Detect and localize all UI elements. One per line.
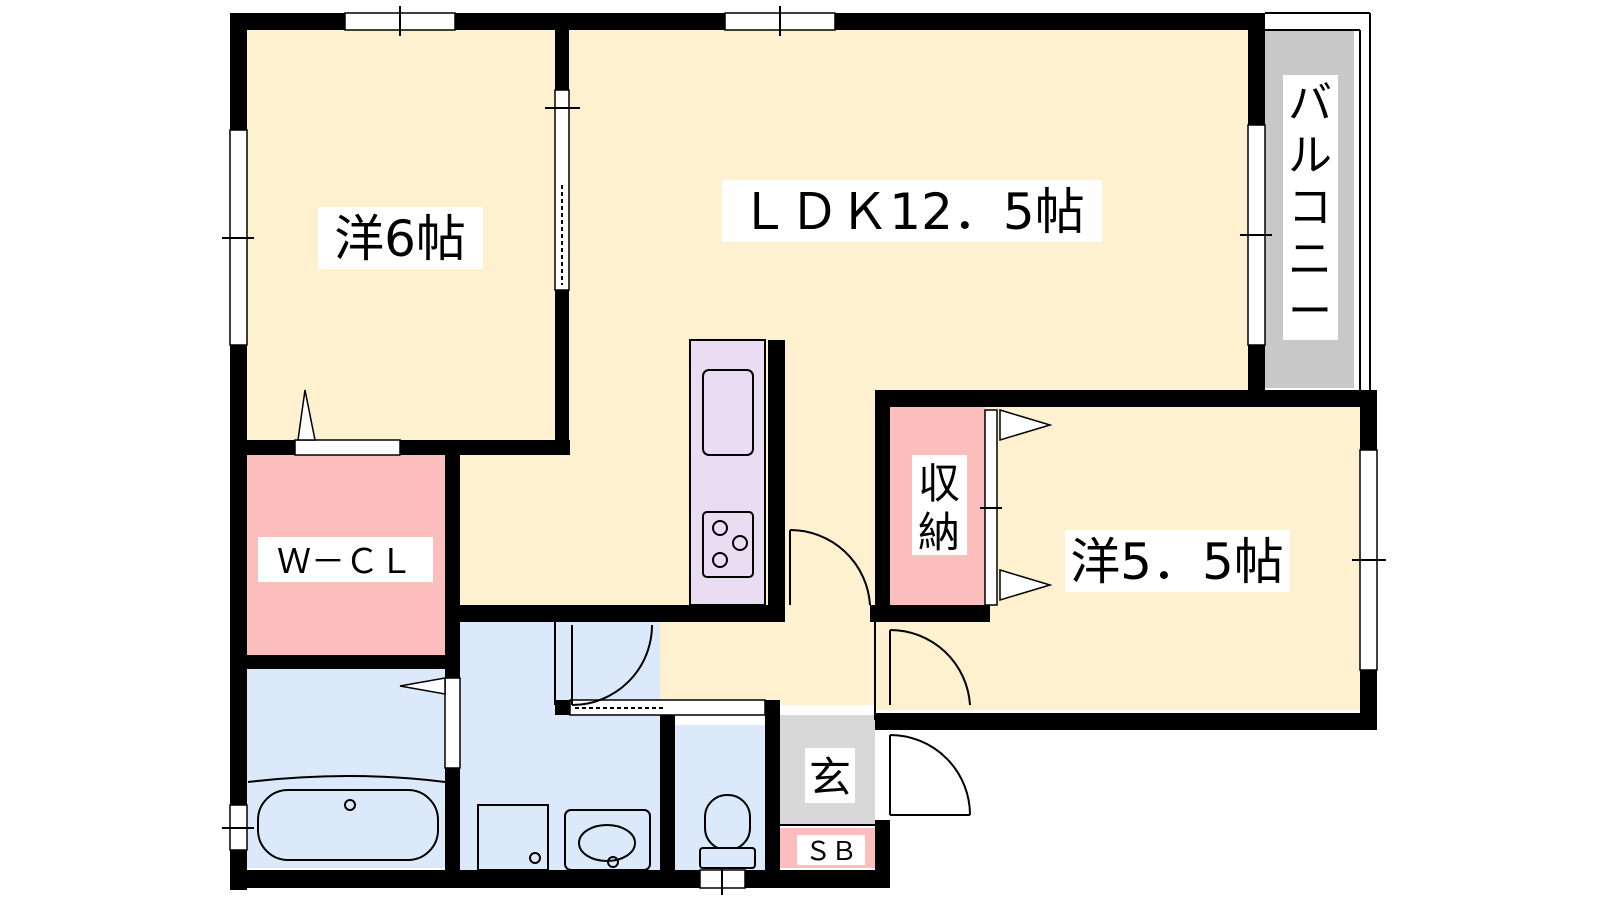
drain-icon [344,799,356,811]
door-swing [571,624,653,706]
windows [222,6,1386,895]
toilet-icon [704,794,751,851]
room-label-wcl: Ｗ－ＣＬ [277,542,413,582]
wall [555,30,569,90]
washing-machine-icon [477,804,549,871]
label-bg [318,207,483,269]
stove-icon [702,511,754,578]
door-arrow [399,677,446,695]
wall [875,713,1377,730]
basin-icon [578,824,636,862]
label-bg [1283,75,1338,340]
bathtub-icon [257,789,439,861]
room-label-ldk: ＬＤＫ12．5帖 [739,183,1084,241]
wall [245,655,460,669]
fixtures [247,369,756,871]
room-ldk-lower-fill [450,392,875,610]
sliding-door [444,677,461,769]
balcony-label-char: ル [1288,130,1332,181]
burner-icon [712,520,728,536]
label-bg [1065,530,1290,592]
room-label-storage-top: 収 [918,459,960,508]
room-label-western-5-5: 洋5．5帖 [1070,533,1284,591]
door-swing [789,528,871,606]
toilet-tank-icon [699,847,756,869]
door-swing [889,628,971,706]
burner-icon [712,552,728,568]
wall [870,605,990,622]
label-bg [722,180,1102,242]
label-bg [258,537,433,582]
label-bg [797,835,865,865]
door-swings [297,389,1053,816]
label-bg [805,748,855,803]
sink-icon [702,369,754,456]
door-arrow [999,568,1053,602]
wall [555,290,569,455]
door-arrow [999,408,1053,442]
wall [875,390,890,620]
wall [765,700,780,875]
balcony-label-char: バ [1288,78,1332,129]
room-label-entrance: 玄 [809,753,851,802]
labels: 洋6帖 ＬＤＫ12．5帖 洋5．5帖 Ｗ－ＣＬ 収 納 玄 ＳＢ バ ル コ ニ… [258,75,1338,867]
wall [875,820,890,888]
room-label-western-6: 洋6帖 [334,210,466,268]
door-swing [889,734,971,816]
sliding-door [554,89,570,291]
drain-icon [529,852,541,864]
burner-icon [732,535,748,551]
wall [445,605,785,622]
sliding-door [294,439,401,456]
room-label-storage-bottom: 納 [918,508,960,557]
bathtub-rim [247,775,446,783]
wall [230,870,890,888]
wall [768,340,785,622]
balcony-label-char: コ [1288,182,1332,233]
faucet-icon [607,856,619,868]
balcony-label-char: ニ [1288,234,1332,285]
room-label-shoe-box: ＳＢ [805,837,857,867]
sliding-door [569,699,766,716]
wall [245,440,570,455]
balcony-label-char: ー [1288,286,1332,337]
label-bg [912,455,967,555]
door-arrow [297,389,316,441]
wall [660,715,675,875]
wall [875,390,1375,407]
